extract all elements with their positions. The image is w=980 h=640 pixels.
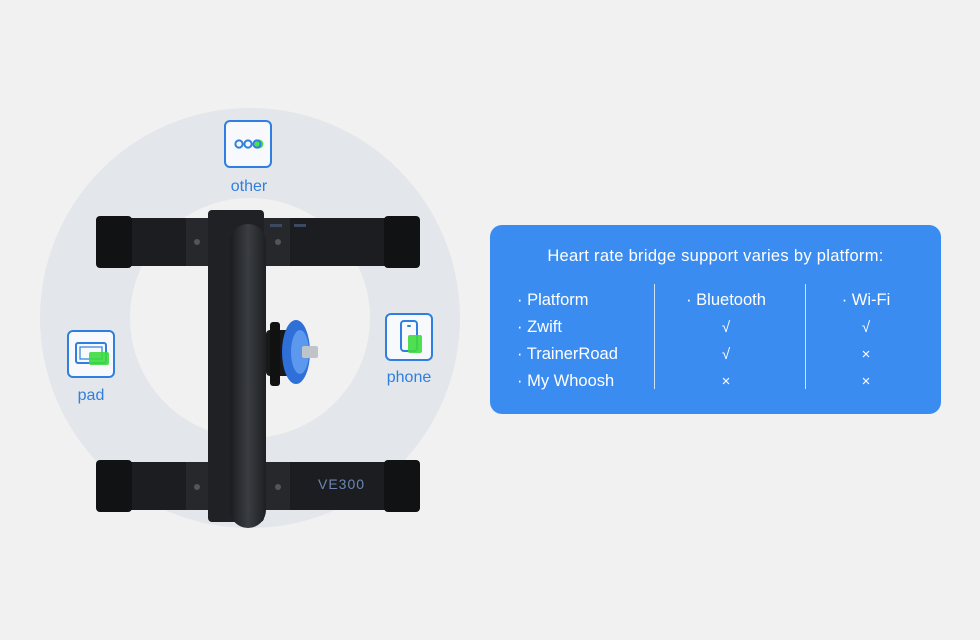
platform-zwift: · Zwift xyxy=(517,318,562,336)
header-bluetooth: · Bluetooth xyxy=(686,291,766,309)
platform-mywhoosh: · My Whoosh xyxy=(517,372,615,390)
smartphone-icon xyxy=(385,313,433,361)
device-label-phone: phone xyxy=(386,369,432,386)
bluetooth-zwift: √ xyxy=(721,319,731,336)
rear-leg-cap-right xyxy=(384,460,420,512)
column-divider xyxy=(654,284,655,389)
bluetooth-trainerroad: √ xyxy=(721,346,731,363)
tablet-icon xyxy=(67,330,115,378)
device-label-other: other xyxy=(230,178,268,195)
platform-column: · Platform · Zwift · TrainerRoad · My Wh… xyxy=(517,287,657,395)
wifi-mywhoosh: × xyxy=(861,373,871,390)
more-dots-icon xyxy=(224,120,272,168)
heart-rate-support-card: Heart rate bridge support varies by plat… xyxy=(490,225,941,414)
front-leg-cap-left xyxy=(96,216,132,268)
platform-trainerroad: · TrainerRoad xyxy=(517,345,618,363)
flywheel-housing xyxy=(230,224,266,528)
header-wifi: · Wi-Fi xyxy=(841,291,891,309)
wifi-zwift: √ xyxy=(861,319,871,336)
front-leg-cap-right xyxy=(384,216,420,268)
card-title: Heart rate bridge support varies by plat… xyxy=(547,247,884,265)
wifi-trainerroad: × xyxy=(861,346,871,363)
trainer-illustration xyxy=(96,210,420,528)
trainer-model-label: VE300 xyxy=(318,476,366,492)
bluetooth-column: · Bluetooth √ √ × xyxy=(666,287,786,395)
column-divider xyxy=(805,284,806,389)
header-platform: · Platform xyxy=(517,291,589,309)
wifi-column: · Wi-Fi √ × × xyxy=(808,287,924,395)
device-label-pad: pad xyxy=(77,387,105,404)
rear-leg-cap-left xyxy=(96,460,132,512)
bluetooth-mywhoosh: × xyxy=(721,373,731,390)
